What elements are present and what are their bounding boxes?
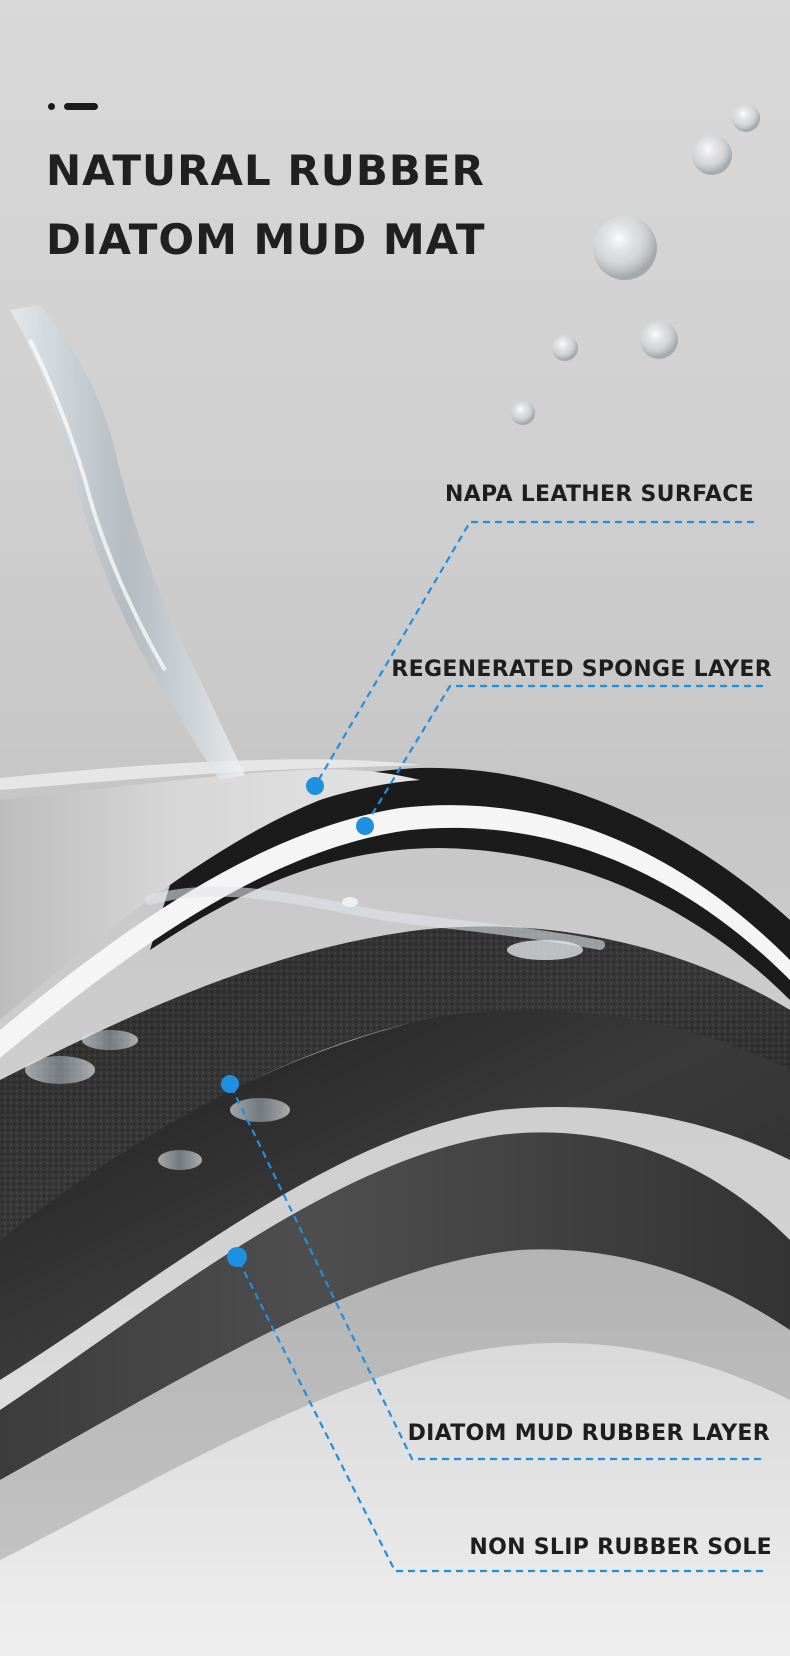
callout-line-leather bbox=[314, 520, 754, 787]
leather-surface bbox=[0, 769, 420, 1020]
white-layer-line bbox=[0, 805, 790, 1058]
callout-line-sole bbox=[236, 1256, 763, 1573]
callout-line-diatom bbox=[229, 1083, 761, 1461]
water-stream bbox=[10, 305, 245, 780]
callout-line-sponge bbox=[364, 684, 763, 827]
callout-dot-sponge bbox=[356, 817, 374, 835]
title-dot bbox=[48, 103, 55, 110]
water-bubbles bbox=[511, 104, 760, 425]
label-diatom-layer: DIATOM MUD RUBBER LAYER bbox=[407, 1421, 770, 1446]
diatom-layer bbox=[0, 1003, 790, 1380]
label-non-slip-sole: NON SLIP RUBBER SOLE bbox=[469, 1535, 772, 1560]
callout-dot-leather bbox=[306, 777, 324, 795]
title-line-1: NATURAL RUBBER bbox=[46, 146, 485, 195]
label-sponge-layer: REGENERATED SPONGE LAYER bbox=[391, 657, 772, 682]
title-line-2: DIATOM MUD MAT bbox=[46, 215, 486, 264]
callout-dot-sole bbox=[227, 1247, 247, 1267]
title-bar bbox=[64, 103, 98, 110]
label-napa-leather: NAPA LEATHER SURFACE bbox=[445, 482, 754, 507]
sole-layer bbox=[0, 1132, 790, 1480]
callout-dot-diatom bbox=[221, 1075, 239, 1093]
